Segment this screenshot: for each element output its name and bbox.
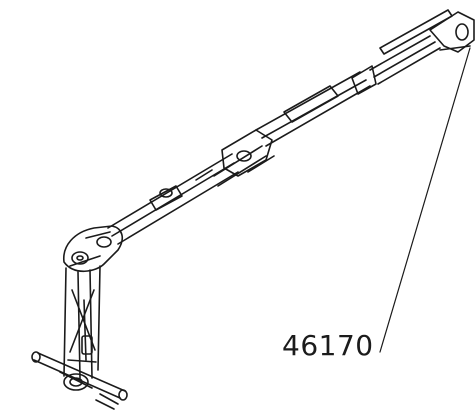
column-post — [63, 265, 101, 379]
middle-joint — [213, 129, 275, 187]
outer-boom — [255, 35, 441, 147]
callout-leader-line — [379, 47, 471, 353]
inner-boom — [107, 153, 239, 245]
boom-tip — [379, 9, 475, 55]
part-number-callout: 46170 — [282, 329, 374, 362]
base-tubes — [31, 351, 128, 410]
knuckle-joint — [63, 225, 124, 273]
